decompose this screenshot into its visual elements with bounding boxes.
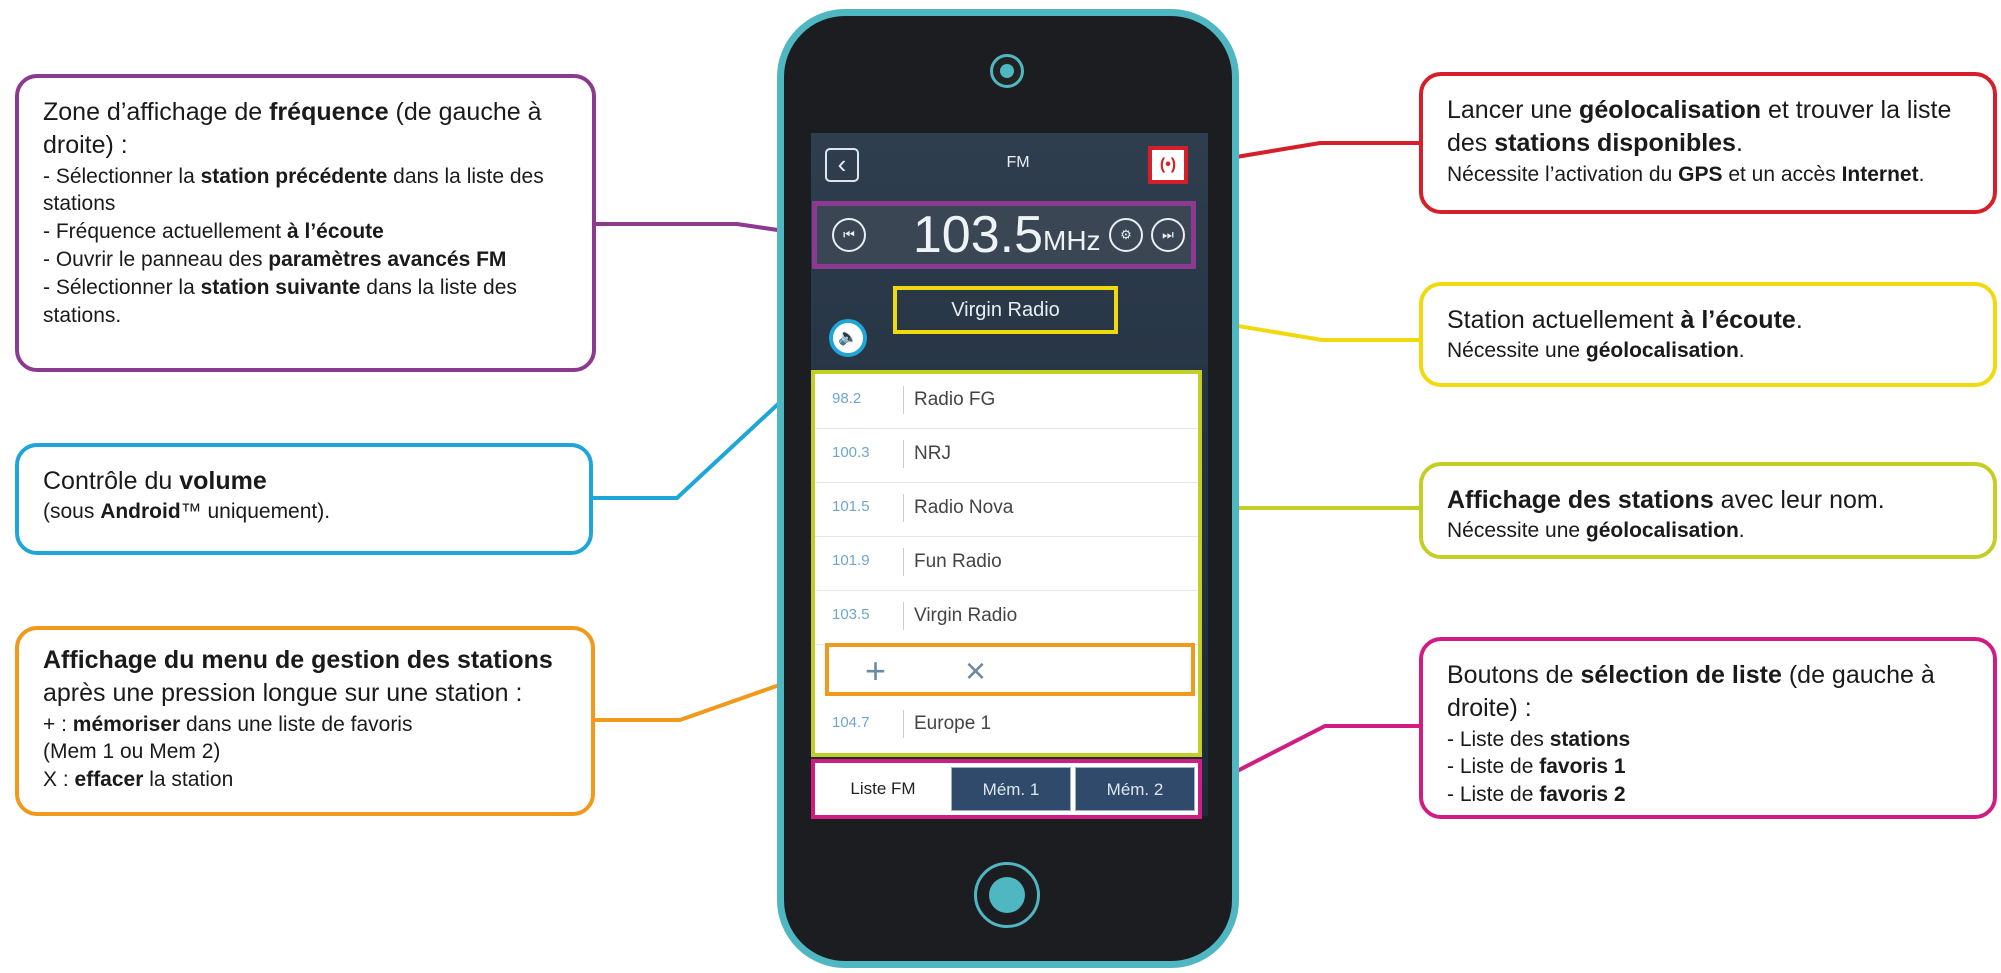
- callout-menu: Affichage du menu de gestion des station…: [15, 626, 595, 816]
- volume-button[interactable]: 🔈: [829, 319, 867, 357]
- delete-station-button[interactable]: ×: [965, 650, 987, 691]
- station-name: Radio Nova: [903, 494, 1013, 522]
- list-tabs: Liste FM Mém. 1 Mém. 2: [811, 759, 1202, 819]
- station-frequency: 101.5: [832, 498, 870, 515]
- station-frequency: 104.7: [832, 714, 870, 731]
- camera-icon: [990, 54, 1024, 88]
- next-station-button[interactable]: ⏭: [1151, 218, 1185, 252]
- station-frequency: 98.2: [832, 390, 862, 407]
- add-favorite-button[interactable]: +: [865, 650, 887, 691]
- connector-tabs: [1201, 724, 1419, 791]
- screen-title: FM: [1006, 154, 1030, 171]
- tab-mem-2[interactable]: Mém. 2: [1075, 767, 1195, 811]
- station-row[interactable]: 101.9 Fun Radio: [815, 536, 1198, 591]
- station-name: Europe 1: [903, 710, 991, 738]
- connector-menu: [595, 667, 826, 722]
- tab-mem-1[interactable]: Mém. 1: [951, 767, 1071, 811]
- callout-volume: Contrôle du volume (sous Android™ unique…: [15, 443, 593, 555]
- station-name: Radio FG: [903, 386, 995, 414]
- callout-geolocation: Lancer une géolocalisation et trouver la…: [1419, 72, 1997, 214]
- home-button[interactable]: [974, 862, 1040, 928]
- station-frequency: 100.3: [832, 444, 870, 461]
- callout-station-list: Affichage des stations avec leur nom. Né…: [1419, 462, 1997, 559]
- back-button[interactable]: ‹: [825, 148, 859, 182]
- station-name: Virgin Radio: [903, 602, 1017, 630]
- station-row[interactable]: 101.5 Radio Nova: [815, 482, 1198, 537]
- previous-station-button[interactable]: ⏮: [832, 218, 866, 252]
- station-frequency: 101.9: [832, 552, 870, 569]
- station-row[interactable]: 104.7 Europe 1: [815, 698, 1198, 752]
- geolocation-button[interactable]: (•): [1148, 146, 1188, 184]
- frequency-unit: MHz: [1043, 225, 1101, 256]
- station-list[interactable]: 98.2 Radio FG 100.3 NRJ 101.5 Radio Nova 10…: [811, 370, 1202, 757]
- fm-settings-button[interactable]: ⚙: [1109, 218, 1143, 252]
- callout-frequency: Zone d’affichage de fréquence (de gauche…: [15, 74, 596, 372]
- station-frequency: 103.5: [832, 606, 870, 623]
- frequency-value: 103.5: [912, 206, 1043, 264]
- station-row[interactable]: 103.5 Virgin Radio: [815, 590, 1198, 645]
- callout-now-playing: Station actuellement à l’écoute. Nécessi…: [1419, 282, 1997, 387]
- station-name: Fun Radio: [903, 548, 1002, 576]
- station-row[interactable]: 100.3 NRJ: [815, 428, 1198, 483]
- now-playing-station: Virgin Radio: [893, 286, 1118, 334]
- callout-list-tabs: Boutons de sélection de liste (de gauche…: [1419, 637, 1997, 819]
- station-name: NRJ: [903, 440, 951, 468]
- tab-fm-list[interactable]: Liste FM: [819, 767, 947, 811]
- station-row[interactable]: 98.2 Radio FG: [815, 374, 1198, 429]
- station-management-menu: + ×: [825, 643, 1195, 696]
